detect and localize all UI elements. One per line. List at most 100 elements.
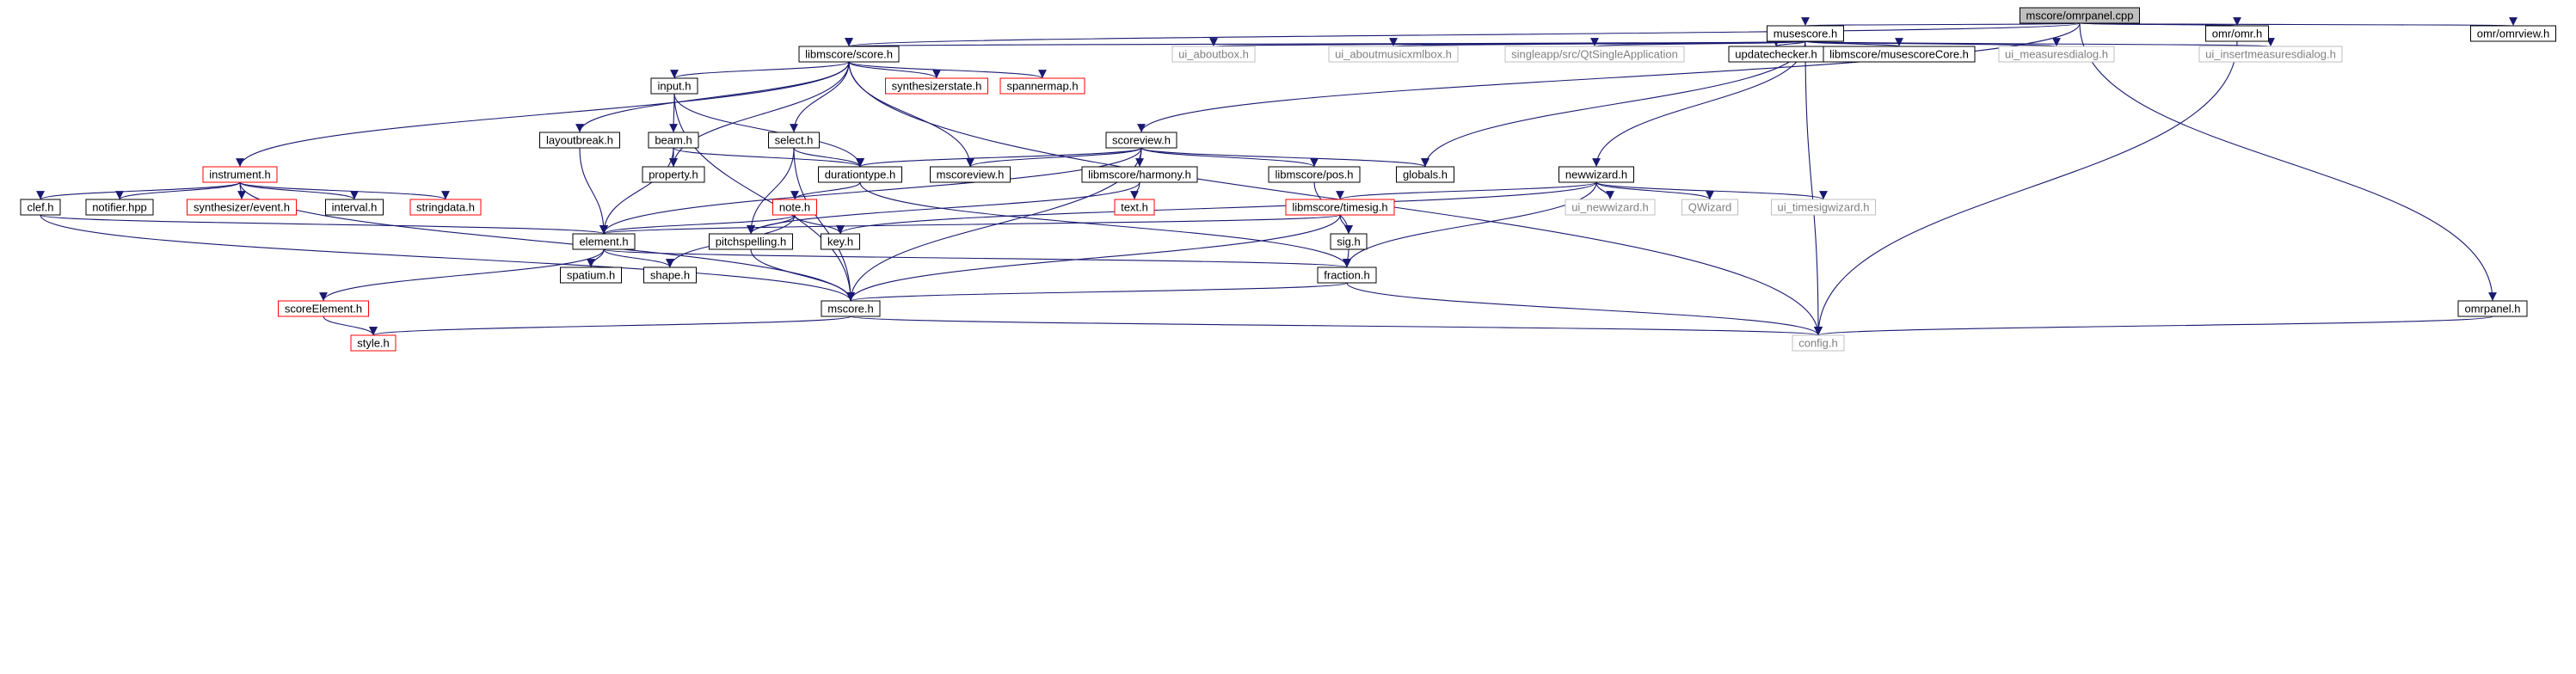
node-updatechecker[interactable]: updatechecker.h [1728, 46, 1824, 63]
node-property-h[interactable]: property.h [642, 166, 705, 183]
node-box[interactable] [1328, 46, 1459, 63]
node-synthevent[interactable]: synthesizer/event.h [187, 199, 297, 216]
node-newwizard[interactable]: newwizard.h [1559, 166, 1634, 183]
node-box[interactable] [1081, 166, 1198, 183]
node-box[interactable] [2205, 25, 2269, 42]
node-scoreelement[interactable]: scoreElement.h [278, 300, 369, 317]
node-box[interactable] [648, 132, 699, 149]
node-box[interactable] [642, 166, 705, 183]
node-box[interactable] [650, 77, 698, 95]
node-mscoreview[interactable]: mscoreview.h [930, 166, 1011, 183]
node-omrpanel-cpp[interactable]: mscore/omrpanel.cpp [2020, 7, 2140, 24]
node-box[interactable] [572, 233, 636, 250]
node-box[interactable] [1317, 267, 1377, 284]
node-ui-aboutbox[interactable]: ui_aboutbox.h [1171, 46, 1256, 63]
node-qwizard[interactable]: QWizard [1681, 199, 1738, 216]
node-musescorecore[interactable]: libmscore/musescoreCore.h [1823, 46, 1976, 63]
node-qtsingleapp[interactable]: singleapp/src/QtSingleApplication [1504, 46, 1685, 63]
node-box[interactable] [1396, 166, 1454, 183]
node-key-h[interactable]: key.h [821, 233, 860, 250]
node-ui-aboutmusicxml[interactable]: ui_aboutmusicxmlbox.h [1328, 46, 1459, 63]
node-box[interactable] [278, 300, 369, 317]
node-timesig[interactable]: libmscore/timesig.h [1285, 199, 1395, 216]
node-box[interactable] [1330, 233, 1368, 250]
node-box[interactable] [560, 267, 622, 284]
node-box[interactable] [325, 199, 384, 216]
node-shape-h[interactable]: shape.h [643, 267, 697, 284]
node-box[interactable] [885, 77, 988, 95]
node-box[interactable] [818, 166, 902, 183]
node-box[interactable] [1767, 25, 1844, 42]
node-pitchspelling[interactable]: pitchspelling.h [709, 233, 793, 250]
node-box[interactable] [1998, 46, 2115, 63]
node-box[interactable] [2470, 25, 2556, 42]
node-box[interactable] [539, 132, 620, 149]
node-scoreview-h[interactable]: scoreview.h [1105, 132, 1177, 149]
node-mscore-h[interactable]: mscore.h [821, 300, 881, 317]
node-pos-h[interactable]: libmscore/pos.h [1268, 166, 1361, 183]
node-box[interactable] [1559, 166, 1634, 183]
node-box[interactable] [20, 199, 61, 216]
edge-timesig-to-sig_h [1339, 214, 1353, 235]
node-durationtype[interactable]: durationtype.h [818, 166, 902, 183]
node-musescore-h[interactable]: musescore.h [1767, 25, 1844, 42]
node-box[interactable] [2198, 46, 2343, 63]
node-box[interactable] [2020, 7, 2140, 24]
node-ui-newwizard[interactable]: ui_newwizard.h [1565, 199, 1656, 216]
node-layoutbreak[interactable]: layoutbreak.h [539, 132, 620, 149]
node-box[interactable] [1823, 46, 1976, 63]
node-config-h[interactable]: config.h [1792, 334, 1845, 352]
node-box[interactable] [1285, 199, 1395, 216]
node-sig-h[interactable]: sig.h [1330, 233, 1368, 250]
node-box[interactable] [1105, 132, 1177, 149]
node-box[interactable] [930, 166, 1011, 183]
node-note-h[interactable]: note.h [772, 199, 817, 216]
node-box[interactable] [1114, 199, 1155, 216]
node-input-h[interactable]: input.h [650, 77, 698, 95]
node-box[interactable] [1171, 46, 1256, 63]
node-spannermap[interactable]: spannermap.h [999, 77, 1085, 95]
node-harmony[interactable]: libmscore/harmony.h [1081, 166, 1198, 183]
node-synthstate[interactable]: synthesizerstate.h [885, 77, 988, 95]
node-ui-insertmeasures[interactable]: ui_insertmeasuresdialog.h [2198, 46, 2343, 63]
node-box[interactable] [1565, 199, 1656, 216]
node-interval-h[interactable]: interval.h [325, 199, 384, 216]
node-box[interactable] [999, 77, 1085, 95]
node-ui-timesigwizard[interactable]: ui_timesigwizard.h [1771, 199, 1876, 216]
node-box[interactable] [202, 166, 278, 183]
node-box[interactable] [768, 132, 820, 149]
node-box[interactable] [821, 233, 860, 250]
node-box[interactable] [709, 233, 793, 250]
node-text-h[interactable]: text.h [1114, 199, 1155, 216]
node-score-h[interactable]: libmscore/score.h [798, 46, 900, 63]
node-box[interactable] [2457, 300, 2528, 317]
node-clef-h[interactable]: clef.h [20, 199, 61, 216]
node-instrument-h[interactable]: instrument.h [202, 166, 278, 183]
node-select-h[interactable]: select.h [768, 132, 820, 149]
node-box[interactable] [772, 199, 817, 216]
node-stringdata[interactable]: stringdata.h [409, 199, 482, 216]
node-box[interactable] [1792, 334, 1845, 352]
node-beam-h[interactable]: beam.h [648, 132, 699, 149]
node-box[interactable] [187, 199, 297, 216]
node-box[interactable] [1681, 199, 1738, 216]
node-box[interactable] [643, 267, 697, 284]
node-ui-measuresdialog[interactable]: ui_measuresdialog.h [1998, 46, 2115, 63]
node-box[interactable] [85, 199, 154, 216]
node-omrview-h[interactable]: omr/omrview.h [2470, 25, 2556, 42]
node-style-h[interactable]: style.h [350, 334, 397, 352]
node-box[interactable] [350, 334, 397, 352]
node-notifier[interactable]: notifier.hpp [85, 199, 154, 216]
node-fraction-h[interactable]: fraction.h [1317, 267, 1377, 284]
node-box[interactable] [1771, 199, 1876, 216]
node-spatium-h[interactable]: spatium.h [560, 267, 622, 284]
node-globals-h[interactable]: globals.h [1396, 166, 1454, 183]
node-element-h[interactable]: element.h [572, 233, 636, 250]
node-box[interactable] [1504, 46, 1685, 63]
node-box[interactable] [409, 199, 482, 216]
node-omrpanel-h[interactable]: omrpanel.h [2457, 300, 2528, 317]
node-omr-h[interactable]: omr/omr.h [2205, 25, 2269, 42]
node-box[interactable] [798, 46, 900, 63]
node-box[interactable] [821, 300, 881, 317]
node-box[interactable] [1268, 166, 1361, 183]
